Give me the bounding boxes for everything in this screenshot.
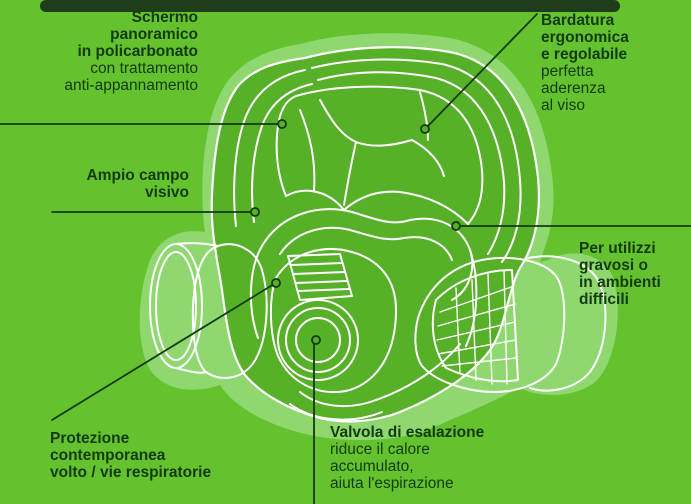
left-filter-link-2 xyxy=(175,367,207,374)
callout-heavy-use-line-1: Per utilizzi xyxy=(579,240,656,257)
mask-outer-frame xyxy=(210,46,540,423)
grill-slat-4 xyxy=(297,288,350,292)
right-filter-face xyxy=(527,255,607,392)
grill-frame xyxy=(287,253,353,301)
callout-harness-line-4: perfetta xyxy=(541,63,594,80)
callout-vision: Ampio campo visivo xyxy=(87,167,189,201)
visor-crease-1 xyxy=(299,109,316,191)
callout-heavy-use-line-2: gravosi o xyxy=(579,257,648,274)
dot-screen xyxy=(277,119,287,129)
visor-crease-4 xyxy=(343,141,357,206)
top-bar xyxy=(40,0,620,12)
callout-valve-line-3: accumulato, xyxy=(330,458,414,475)
callout-protection-line-2: contemporanea xyxy=(50,447,166,464)
visor-crease-5 xyxy=(419,91,429,141)
mask-outline-details xyxy=(149,58,607,421)
right-filter-mesh xyxy=(436,270,517,385)
callout-heavy-use-line-3: in ambienti xyxy=(579,274,661,291)
callout-vision-line-1: Ampio campo xyxy=(86,167,189,184)
visor-ring-4 xyxy=(251,83,313,223)
left-filter-rim xyxy=(155,251,197,361)
callout-harness-line-5: aderenza xyxy=(541,80,606,97)
callout-screen-line-4: con trattamento xyxy=(90,60,198,77)
visor-glass xyxy=(275,85,484,225)
mask-body xyxy=(210,46,540,423)
callout-harness: Bardatura ergonomica e regolabile perfet… xyxy=(541,12,629,114)
dot-valve xyxy=(311,335,321,345)
callout-screen-line-3: in policarbonato xyxy=(77,43,198,60)
dot-protection xyxy=(271,278,281,288)
callout-screen-line-1: Schermo xyxy=(131,9,198,26)
callout-harness-line-6: al viso xyxy=(541,97,585,114)
grill-slat-3 xyxy=(295,280,348,284)
grill-slat-1 xyxy=(291,262,343,266)
callout-heavy-use-line-4: difficili xyxy=(579,291,629,308)
visor-crease-3 xyxy=(411,139,445,177)
callout-valve-line-1: Valvola di esalazione xyxy=(330,424,485,441)
leader-lines xyxy=(0,13,691,504)
front-housing xyxy=(269,248,397,394)
callout-protection: Protezione contemporanea volto / vie res… xyxy=(50,430,211,481)
leader-protection xyxy=(51,283,275,421)
visor-ring-2 xyxy=(317,71,506,255)
dot-heavy-use xyxy=(451,221,461,231)
callout-harness-line-1: Bardatura xyxy=(541,12,615,29)
right-filter-body xyxy=(414,257,566,393)
callout-protection-line-1: Protezione xyxy=(50,430,130,447)
callout-harness-line-3: e regolabile xyxy=(541,46,628,63)
visor-ring-1 xyxy=(311,58,522,263)
callout-harness-line-2: ergonomica xyxy=(541,29,629,46)
valve-inner xyxy=(295,317,341,363)
chin-line xyxy=(299,343,461,408)
callout-valve-line-4: aiuta l'espirazione xyxy=(330,475,454,492)
callout-valve: Valvola di esalazione riduce il calore a… xyxy=(330,424,484,492)
callout-screen-line-2: panoramico xyxy=(110,26,198,43)
nose-cup-inner xyxy=(279,226,453,261)
right-filter-mesh-frame xyxy=(431,269,519,383)
cheek-left xyxy=(250,245,263,339)
callout-screen: Schermo panoramico in policarbonato con … xyxy=(64,9,198,94)
leader-dots xyxy=(250,119,461,345)
callout-valve-line-2: riduce il calore xyxy=(330,441,430,458)
valve-outer xyxy=(277,299,359,381)
callout-heavy-use: Per utilizzi gravosi o in ambienti diffi… xyxy=(579,240,661,308)
leader-harness xyxy=(427,13,538,127)
visor-ring-3 xyxy=(233,69,306,227)
chin-line-2 xyxy=(289,403,383,421)
grill-slat-2 xyxy=(293,271,346,275)
callout-protection-line-3: volto / vie respiratorie xyxy=(50,464,212,481)
left-filter-link xyxy=(175,242,219,247)
callout-screen-line-5: anti-appannamento xyxy=(64,77,198,94)
dot-harness xyxy=(420,124,430,134)
left-filter-body xyxy=(191,243,268,379)
callout-vision-line-2: visivo xyxy=(145,184,189,201)
valve-mid xyxy=(285,307,351,373)
dot-vision xyxy=(250,207,260,217)
